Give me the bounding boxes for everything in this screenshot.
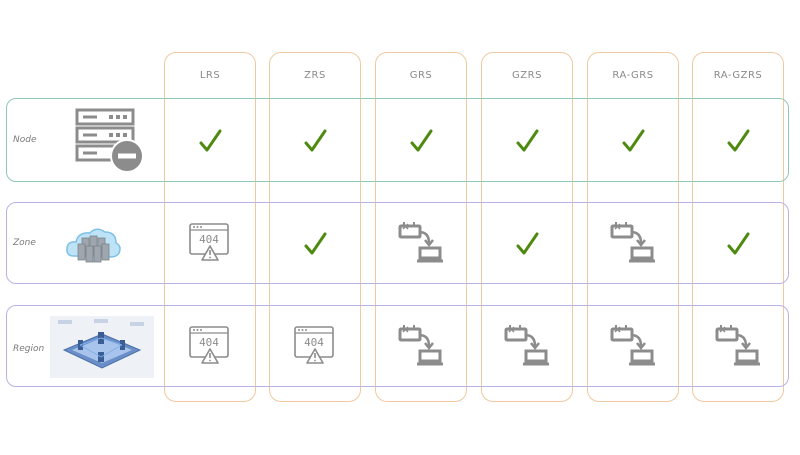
row-box-node [6, 98, 789, 182]
error-404-icon: 404 [189, 223, 229, 261]
failover-icon [610, 221, 657, 263]
cell-region-gzrs [497, 316, 557, 376]
row-box-region [6, 305, 789, 387]
row-box-zone [6, 202, 789, 284]
cell-node-lrs [180, 110, 240, 170]
check-icon [516, 129, 539, 152]
column-box-ra-grs [587, 52, 679, 402]
cell-node-ra-grs [603, 110, 663, 170]
cell-region-ra-gzrs [708, 316, 768, 376]
column-label-zrs: ZRS [304, 70, 326, 81]
failover-icon [610, 324, 657, 366]
row-label-node: Node [13, 135, 37, 145]
cell-zone-lrs: 404 [180, 213, 240, 273]
failover-icon [504, 324, 551, 366]
column-box-grs [375, 52, 467, 402]
cell-zone-zrs [285, 213, 345, 273]
error-code-text: 404 [199, 336, 219, 349]
cell-region-ra-grs [603, 316, 663, 376]
cell-region-zrs: 404 [285, 316, 345, 376]
check-icon [516, 232, 539, 255]
cell-node-ra-gzrs [708, 110, 768, 170]
check-icon [727, 232, 750, 255]
cell-node-gzrs [497, 110, 557, 170]
column-box-ra-gzrs [692, 52, 784, 402]
failover-icon [715, 324, 762, 366]
column-label-lrs: LRS [199, 70, 221, 81]
failover-icon [398, 324, 445, 366]
cell-region-grs [391, 316, 451, 376]
datacenter-cloud-icon [64, 224, 122, 270]
check-icon [622, 129, 645, 152]
column-box-lrs [164, 52, 256, 402]
cell-zone-ra-grs [603, 213, 663, 273]
cell-region-lrs: 404 [180, 316, 240, 376]
error-404-icon: 404 [189, 326, 229, 364]
server-minus-icon [75, 108, 147, 178]
error-404-icon: 404 [294, 326, 334, 364]
cell-node-zrs [285, 110, 345, 170]
column-box-zrs [269, 52, 361, 402]
failover-icon [398, 221, 445, 263]
row-label-zone: Zone [13, 238, 36, 248]
cell-zone-grs [391, 213, 451, 273]
check-icon [410, 129, 433, 152]
cell-zone-gzrs [497, 213, 557, 273]
column-label-gzrs: GZRS [512, 70, 542, 81]
row-label-region: Region [13, 344, 45, 354]
check-icon [304, 232, 327, 255]
cell-zone-ra-gzrs [708, 213, 768, 273]
check-icon [304, 129, 327, 152]
column-label-grs: GRS [409, 70, 433, 81]
error-code-text: 404 [304, 336, 324, 349]
check-icon [727, 129, 750, 152]
column-label-ra-gzrs: RA-GZRS [713, 70, 763, 81]
column-box-gzrs [481, 52, 573, 402]
cell-node-grs [391, 110, 451, 170]
error-code-text: 404 [199, 233, 219, 246]
check-icon [199, 129, 222, 152]
column-label-ra-grs: RA-GRS [612, 70, 654, 81]
region-datacenter-icon [50, 316, 154, 382]
